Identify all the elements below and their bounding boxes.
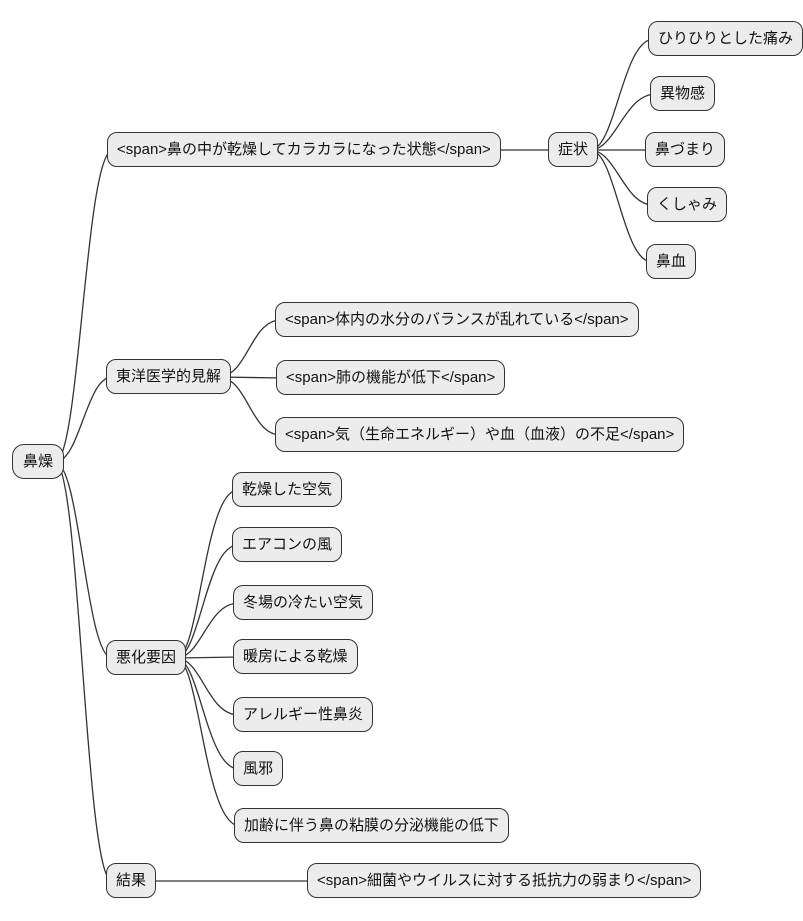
node-symptom-item: ひりひりとした痛み — [648, 21, 803, 56]
node-aggravating-item: 乾燥した空気 — [232, 472, 343, 507]
node-description: <span>鼻の中が乾燥してカラカラになった状態</span> — [107, 132, 501, 167]
node-aggravating-item: 風邪 — [233, 751, 284, 786]
node-tcm-item: <span>体内の水分のバランスが乱れている</span> — [275, 302, 639, 337]
edge-aggravating-0 — [175, 489, 239, 659]
node-tcm-item: <span>気（生命エネルギー）や血（血液）の不足</span> — [275, 417, 685, 452]
node-aggravating-item: アレルギー性鼻炎 — [233, 697, 374, 732]
node-symptoms: 症状 — [548, 132, 599, 167]
node-aggravating-item: エアコンの風 — [232, 527, 343, 562]
edge-symptom-3 — [589, 149, 654, 206]
edge-root-result — [54, 461, 113, 882]
edge-root-aggravating — [54, 461, 113, 659]
node-symptom-item: 鼻血 — [646, 244, 697, 279]
node-root: 鼻燥 — [12, 444, 65, 479]
edge-aggravating-6 — [175, 657, 241, 827]
node-symptom-item: くしゃみ — [647, 187, 728, 222]
edge-aggravating-3 — [175, 656, 241, 659]
node-symptom-item: 異物感 — [650, 76, 716, 111]
node-symptom-item: 鼻づまり — [645, 132, 726, 167]
node-result: 結果 — [106, 863, 157, 898]
edge-aggravating-1 — [175, 544, 239, 659]
edge-symptom-0 — [589, 38, 655, 151]
node-aggravating: 悪化要因 — [106, 640, 187, 675]
node-aggravating-item: 加齢に伴う鼻の粘膜の分泌機能の低下 — [234, 808, 510, 843]
node-tcm-item: <span>肺の機能が低下</span> — [276, 360, 506, 395]
node-aggravating-item: 冬場の冷たい空気 — [233, 585, 374, 620]
node-result-item: <span>細菌やウイルスに対する抵抗力の弱まり</span> — [307, 863, 702, 898]
node-aggravating-item: 暖房による乾燥 — [233, 639, 358, 674]
node-tcm: 東洋医学的見解 — [106, 359, 232, 394]
edge-symptom-4 — [589, 149, 653, 263]
edge-root-description — [54, 149, 114, 463]
